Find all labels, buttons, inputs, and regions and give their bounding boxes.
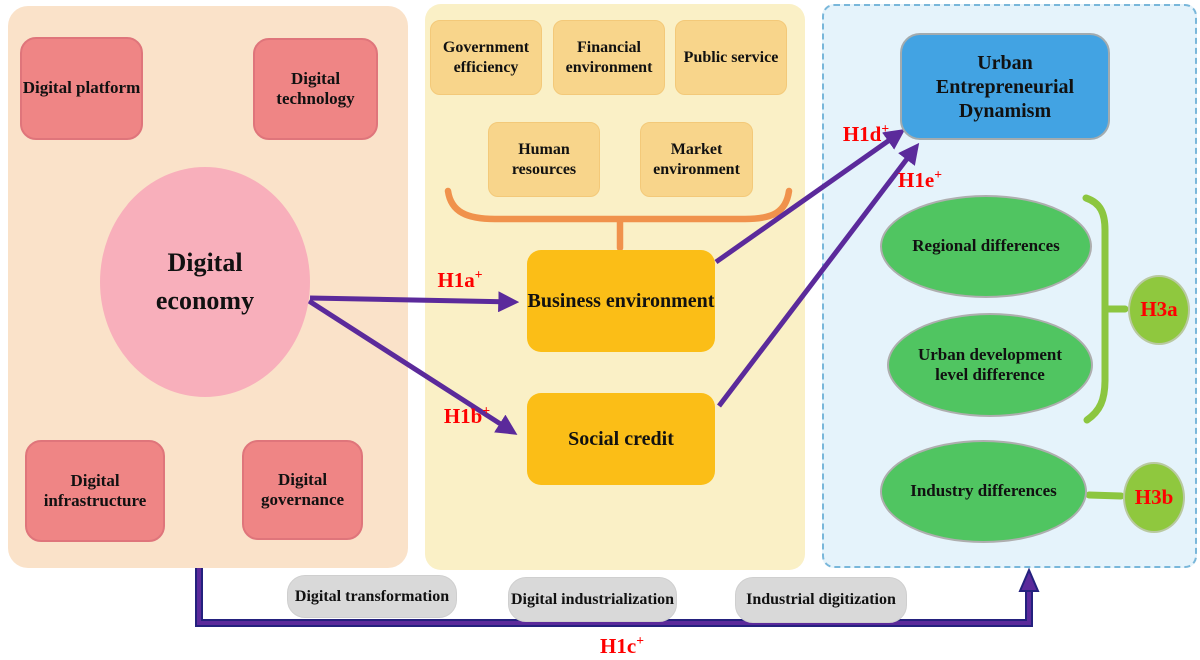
node-business-environment: Business environment	[527, 250, 715, 352]
node-label: Digital infrastructure	[43, 470, 147, 510]
node-label: Public service	[683, 48, 779, 66]
node-digital-economy: Digital economy	[100, 167, 310, 397]
node-label: Digital platform	[22, 78, 141, 98]
node-government-efficiency: Government efficiency	[430, 20, 542, 95]
node-label: Digital economy	[155, 248, 255, 315]
node-digital-technology: Digital technology	[253, 38, 378, 140]
node-label: Social credit	[568, 428, 674, 450]
label-sup: +	[934, 167, 942, 182]
node-human-resources: Human resources	[488, 122, 600, 197]
label-text: H1e	[898, 168, 935, 192]
node-urban-development-level-difference: Urban development level difference	[887, 313, 1093, 417]
node-financial-environment: Financial environment	[553, 20, 665, 95]
node-public-service: Public service	[675, 20, 787, 95]
label-sup: +	[636, 633, 644, 648]
node-regional-differences: Regional differences	[880, 195, 1092, 298]
label-text: H1d	[842, 122, 882, 146]
node-label: Digital governance	[260, 469, 345, 509]
node-label: Market environment	[653, 141, 740, 178]
label-text: H1a	[437, 268, 475, 292]
node-social-credit: Social credit	[527, 393, 715, 485]
label-text: H1b	[443, 404, 483, 428]
label-sup: +	[482, 403, 491, 418]
node-digital-transformation: Digital transformation	[287, 575, 457, 618]
node-urban-entrepreneurial-dynamism: Urban Entrepreneurial Dynamism	[900, 33, 1110, 140]
node-industrial-digitization: Industrial digitization	[735, 577, 907, 623]
node-h3a: H3a	[1128, 275, 1190, 345]
label-sup: +	[881, 121, 890, 136]
node-label: H3a	[1140, 297, 1178, 322]
label-h1b: H1b+	[422, 404, 512, 427]
node-digital-platform: Digital platform	[20, 37, 143, 140]
node-label: Urban Entrepreneurial Dynamism	[935, 51, 1075, 122]
node-label: Digital transformation	[294, 587, 450, 605]
node-label: Industrial digitization	[746, 591, 896, 609]
label-h1d: H1d+	[821, 122, 911, 145]
node-label: H3b	[1134, 484, 1174, 509]
node-digital-governance: Digital governance	[242, 440, 363, 540]
label-h1c: H1c+	[577, 634, 667, 657]
node-market-environment: Market environment	[640, 122, 753, 197]
node-label: Digital technology	[276, 68, 355, 108]
node-industry-differences: Industry differences	[880, 440, 1087, 543]
label-h1e: H1e+	[875, 168, 965, 191]
node-digital-industrialization: Digital industrialization	[508, 577, 677, 622]
label-sup: +	[474, 267, 483, 282]
label-text: H1c	[600, 634, 637, 658]
node-digital-infrastructure: Digital infrastructure	[25, 440, 165, 542]
h1c-arrowhead	[1018, 567, 1040, 592]
node-label: Financial environment	[565, 39, 653, 76]
node-label: Digital industrialization	[510, 590, 675, 608]
node-label: Industry differences	[910, 481, 1057, 501]
node-label: Human resources	[511, 141, 577, 178]
node-label: Business environment	[527, 290, 715, 312]
node-h3b: H3b	[1123, 462, 1185, 533]
node-label: Government efficiency	[442, 39, 530, 76]
label-h1a: H1a+	[415, 268, 505, 291]
node-label: Urban development level difference	[917, 344, 1063, 384]
node-label: Regional differences	[912, 236, 1060, 256]
